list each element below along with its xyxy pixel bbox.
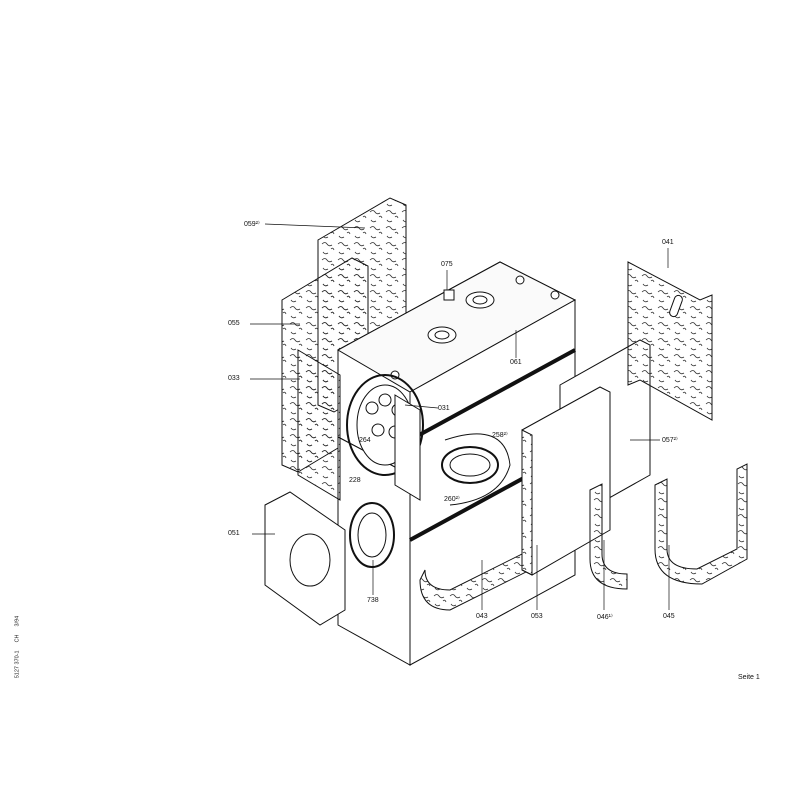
callout-061: 061: [510, 359, 522, 366]
frame-033: [297, 349, 341, 501]
bracket-031: [394, 394, 421, 501]
callout-031: 031: [438, 405, 450, 412]
shell-045: [654, 463, 748, 585]
doc-date: 3/94: [14, 615, 21, 627]
callout-738: 738: [367, 597, 379, 604]
callout-041: 041: [662, 239, 674, 246]
callout-043: 043: [476, 613, 488, 620]
doc-number: 5127 370-1: [14, 650, 21, 679]
callout-264: 264: [359, 437, 371, 444]
leader-lines: [250, 223, 670, 610]
callout-228: 228: [349, 477, 361, 484]
callout-057: 057²⁾: [662, 437, 678, 444]
shell-046: [589, 483, 628, 590]
callout-046: 046¹⁾: [597, 614, 613, 621]
callout-059: 059²⁾: [244, 221, 260, 228]
callout-051: 051: [228, 530, 240, 537]
part-075: [443, 289, 455, 301]
callout-260: 260²⁾: [444, 496, 460, 503]
callout-075: 075: [441, 261, 453, 268]
panel-041: [627, 261, 713, 421]
document-reference: 5127 370-1 CH 3/94: [14, 608, 20, 679]
callout-055: 055: [228, 320, 240, 327]
callout-258: 258²⁾: [492, 432, 508, 439]
callout-053: 053: [531, 613, 543, 620]
callout-045: 045: [663, 613, 675, 620]
callout-033: 033: [228, 375, 240, 382]
seal-258: [444, 433, 511, 506]
page-number: Seite 1: [738, 674, 760, 681]
doc-country: CH: [14, 634, 21, 643]
